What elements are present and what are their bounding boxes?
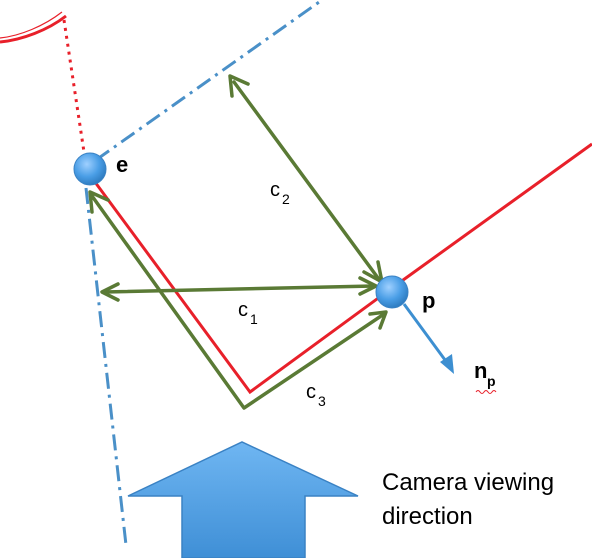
c2-label-sub: 2	[282, 191, 290, 207]
normal-label-sub: p	[487, 373, 496, 389]
blue-dashdot-upper	[95, 0, 323, 162]
normal-label-main: n	[474, 358, 487, 383]
red-surface-arc	[0, 14, 67, 44]
eye-sphere	[73, 152, 107, 186]
blue-dashdot-lower	[84, 187, 128, 546]
c3-label-main: c	[306, 381, 316, 403]
red-surface-arc-inner	[0, 11, 63, 39]
spellcheck-squiggle	[475, 390, 497, 394]
c3-label-sub: 3	[318, 393, 326, 409]
c1-label-main: c	[238, 299, 248, 321]
c3-arrow	[88, 190, 388, 410]
camera-label-line2: direction	[382, 503, 473, 530]
eye-label: e	[116, 152, 128, 177]
camera-direction-arrow	[127, 441, 359, 558]
c1-arrow	[100, 276, 378, 302]
red-dotted-line	[62, 19, 86, 153]
c2-label-main: c	[270, 179, 280, 201]
c1-label-sub: 1	[250, 311, 258, 327]
normal-arrow	[402, 303, 454, 374]
c2-arrow	[228, 74, 384, 284]
point-sphere	[375, 275, 409, 309]
red-light-path	[90, 142, 592, 395]
camera-label-line1: Camera viewing	[382, 469, 554, 496]
point-label: p	[422, 288, 435, 313]
